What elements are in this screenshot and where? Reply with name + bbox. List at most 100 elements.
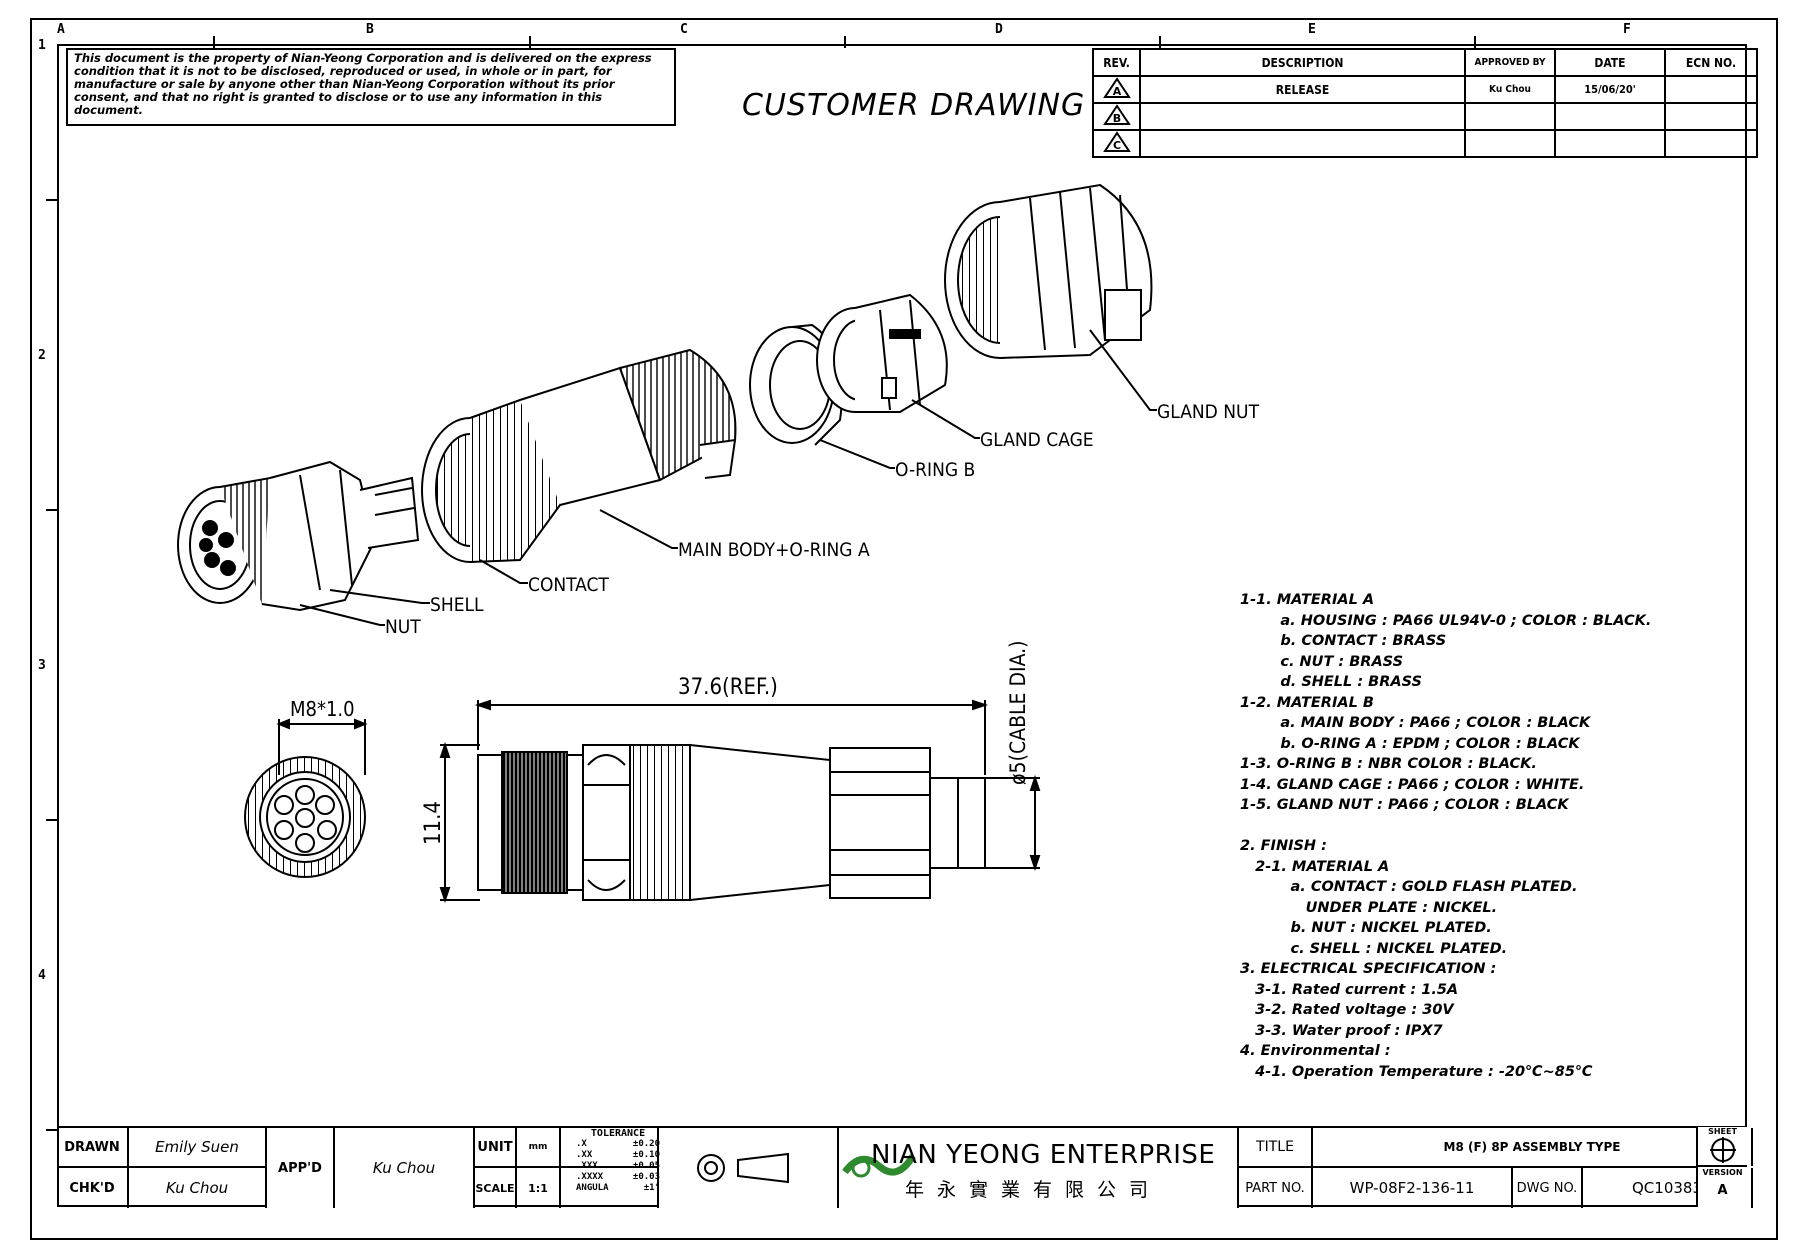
part-no-value: WP-08F2-136-11 [1313, 1168, 1513, 1208]
ownership-notice: This document is the property of Nian-Ye… [66, 48, 676, 126]
scale-label: SCALE [475, 1168, 517, 1208]
rev-approved-by: Ku Chou [1464, 75, 1556, 104]
callout-gland-nut: GLAND NUT [1157, 401, 1260, 423]
spec-line: 4. Environmental : [1240, 1043, 1391, 1059]
sheet-label: SHEET [1708, 1127, 1737, 1136]
spec-line: b. O-RING A : EPDM ; COLOR : BLACK [1240, 735, 1580, 752]
zone-column-a: A [57, 22, 65, 37]
spec-line: a. MAIN BODY : PA66 ; COLOR : BLACK [1240, 715, 1591, 731]
leader-shell [329, 589, 430, 604]
revision-header-row: REV. DESCRIPTION APPROVED BY DATE ECN NO… [1092, 48, 1758, 77]
zone-row-2: 2 [38, 348, 46, 363]
spec-line: 1-5. GLAND NUT : PA66 ; COLOR : BLACK [1240, 797, 1569, 813]
zone-column-f: F [1623, 22, 1631, 37]
tolerance-cell [561, 1128, 659, 1208]
spec-line: 1-4. GLAND CAGE : PA66 ; COLOR : WHITE. [1240, 776, 1585, 793]
rev-ecn [1664, 129, 1758, 158]
tolerance-value: ±0.05 [632, 1161, 660, 1171]
tolerance-value: ±0.10 [632, 1150, 660, 1160]
title-block: DRAWN Emily Suen CHK'D Ku Chou APP'D Ku … [57, 1126, 1753, 1209]
scale-value: 1:1 [517, 1168, 561, 1208]
svg-text:A: A [1112, 85, 1121, 98]
rev-description: RELEASE [1139, 75, 1466, 104]
spec-line: b. NUT : NICKEL PLATED. [1240, 920, 1492, 936]
zone-row-4: 4 [38, 968, 46, 983]
dimension-diameter: 11.4 [421, 801, 446, 845]
svg-text:B: B [1112, 112, 1120, 125]
zone-column-d: D [995, 22, 1003, 37]
tolerance-key: .X [576, 1139, 587, 1149]
callout-main-body: MAIN BODY+O-RING A [678, 539, 870, 561]
spec-line: UNDER PLATE : NICKEL. [1240, 899, 1498, 916]
zone-row-1: 1 [38, 38, 46, 53]
spec-line: b. CONTACT : BRASS [1240, 633, 1447, 649]
rev-description [1139, 129, 1466, 158]
callout-gland-cage: GLAND CAGE [980, 429, 1094, 451]
rev-ecn [1664, 75, 1758, 104]
gland-cage-part [816, 293, 948, 413]
o-ring-b-part [749, 323, 844, 446]
rev-approved-by [1464, 129, 1556, 158]
company-logo-cell [839, 1128, 1239, 1208]
revision-row: C [1092, 129, 1758, 158]
company-name-chinese: 年永實業有限公司 [905, 1179, 1162, 1201]
spec-line: 1-1. MATERIAL A [1240, 592, 1375, 608]
spec-line: 1-2. MATERIAL B [1240, 694, 1374, 711]
leader-gland-nut [1089, 329, 1157, 411]
rev-approved-by [1464, 102, 1556, 131]
leader-nut [299, 604, 385, 626]
rev-date [1554, 102, 1666, 131]
part-no-label: PART NO. [1239, 1168, 1313, 1208]
drawn-by: Emily Suen [129, 1128, 267, 1166]
rev-ecn [1664, 102, 1758, 131]
rev-triangle-icon: C [1092, 129, 1141, 158]
spec-line [1240, 816, 1651, 837]
tolerance-value: ±0.03 [632, 1172, 660, 1182]
dwg-no-label: DWG NO. [1513, 1168, 1583, 1208]
approved-by-header: APPROVED BY [1464, 48, 1556, 77]
rev-description [1139, 102, 1466, 131]
ecn-header: ECN NO. [1664, 48, 1758, 77]
dimension-length: 37.6(REF.) [678, 675, 778, 700]
spec-line: a. HOUSING : PA66 UL94V-0 ; COLOR : BLAC… [1240, 612, 1652, 629]
tolerance-row: .XX±0.10 [572, 1150, 664, 1161]
company-name: NIAN YEONG ENTERPRISE [871, 1140, 1216, 1170]
title-value: M8 (F) 8P ASSEMBLY TYPE [1313, 1128, 1753, 1166]
callout-o-ring-b: O-RING B [895, 459, 975, 481]
sheet-crosshair-icon [1710, 1137, 1736, 1163]
callout-shell: SHELL [430, 594, 484, 616]
rev-triangle-icon: B [1092, 102, 1141, 131]
checked-label: CHK'D [57, 1168, 129, 1208]
callout-contact: CONTACT [528, 574, 609, 596]
tolerance-label: TOLERANCE [590, 1128, 646, 1139]
callout-nut: NUT [385, 616, 421, 638]
sheet-version-cell: SHEET VERSION A [1696, 1127, 1747, 1207]
leader-contact [479, 559, 528, 584]
rev-date [1554, 129, 1666, 158]
tolerance-block: TOLERANCE .X±0.20.XX±0.10.XXX±0.05.XXXX±… [572, 1128, 664, 1194]
spec-line: c. SHELL : NICKEL PLATED. [1240, 940, 1508, 957]
spec-line: 2. FINISH : [1240, 838, 1327, 854]
approved-label: APP'D [267, 1128, 335, 1208]
rev-header: REV. [1092, 48, 1141, 77]
drawing-outer-border [30, 18, 1778, 1240]
revision-table: REV. DESCRIPTION APPROVED BY DATE ECN NO… [1092, 48, 1758, 158]
dwg-no-value: QC10383 [1583, 1168, 1753, 1208]
leader-main-body [599, 509, 678, 549]
sheet-divider [1698, 1165, 1747, 1167]
date-header: DATE [1554, 48, 1666, 77]
checked-by: Ku Chou [129, 1168, 267, 1208]
version-value: A [1717, 1183, 1728, 1198]
tolerance-key: .XXXX [576, 1172, 604, 1182]
title-label: TITLE [1239, 1128, 1313, 1166]
unit-label: UNIT [475, 1128, 517, 1166]
projection-symbol-cell [659, 1128, 839, 1208]
revision-row: A RELEASE Ku Chou 15/06/20' [1092, 75, 1758, 104]
revision-row: B [1092, 102, 1758, 131]
zone-column-c: C [680, 22, 688, 37]
unit-value: mm [517, 1128, 561, 1166]
version-label: VERSION [1702, 1168, 1743, 1177]
dimension-thread: M8*1.0 [290, 697, 355, 721]
tolerance-key: ANGULA [576, 1183, 609, 1193]
